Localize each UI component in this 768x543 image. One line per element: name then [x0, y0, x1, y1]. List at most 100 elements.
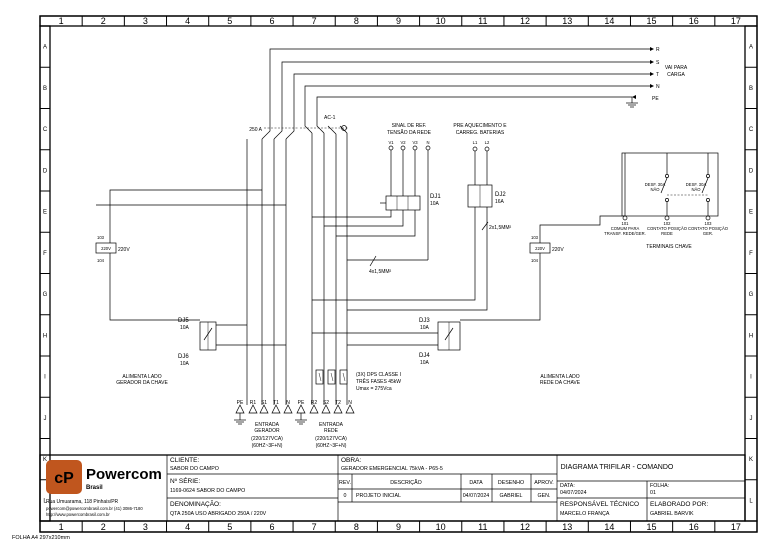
dps-2-icon	[327, 369, 336, 385]
dj3-name: DJ3	[419, 318, 430, 324]
key-terminals-title: TERMINAIS CHAVE	[646, 244, 692, 250]
dps-line3: Umax = 275Vca	[356, 386, 392, 392]
dj5-rating: 10A	[180, 325, 190, 331]
load-terminal-n: N	[656, 84, 660, 90]
dj1-name: DJ1	[430, 194, 441, 200]
column-number: 8	[354, 16, 359, 26]
gen-terminal-r1: R1	[250, 400, 257, 406]
grid-ground-icon	[295, 413, 307, 425]
diagram-title: DIAGRAMA TRIFILAR - COMANDO	[561, 464, 674, 471]
dj5-name: DJ5	[178, 318, 189, 324]
key-label2-line2: REDE	[661, 231, 673, 236]
grid-feeders	[311, 133, 348, 405]
column-number: 10	[436, 16, 446, 26]
key-label1-line1: COMUM PARA	[611, 226, 640, 231]
column-number: 14	[604, 16, 614, 26]
generator-feeders	[246, 139, 287, 405]
column-number: 6	[269, 522, 274, 532]
dps-3-icon	[339, 369, 348, 385]
grid-input-title: ENTRADA	[319, 422, 344, 428]
column-number: 3	[143, 16, 148, 26]
row-letter: J	[750, 416, 753, 422]
terminal-l1-icon	[472, 146, 478, 152]
sheet-note: FOLHA A4 297x210mm	[12, 535, 70, 541]
column-number: 11	[478, 522, 487, 532]
column-number: 5	[227, 16, 232, 26]
key-label1-line2: TRANSF. REDE/GER.	[604, 231, 646, 236]
left-relay-block: 220V 220V 103 104 DJ5 10A DJ6 10A ALIMEN…	[95, 189, 286, 386]
rev-header-drawing: DESENHO	[498, 480, 524, 486]
column-number: 7	[312, 16, 317, 26]
row-letter: B	[749, 86, 753, 92]
column-number: 12	[520, 16, 530, 26]
battery-heating-block: PRE AQUECIMENTO E CARREG. BATERIAS L1 L2…	[312, 123, 512, 311]
obra-value: GERADOR EMERGENCIAL 75kVA - P65-5	[341, 466, 443, 472]
gen-terminal-n: N	[286, 400, 290, 406]
ground-icon	[626, 102, 638, 108]
voltage-signal-title-2: TENSÃO DA REDE	[387, 129, 432, 136]
gen-terminal-pe: PE	[237, 400, 244, 406]
key-contact2-line2: NÃO	[691, 187, 701, 192]
company-logo: cP	[46, 460, 82, 494]
voltage-terminal-v1: V1	[388, 140, 394, 145]
voltage-terminal-icons	[388, 145, 431, 151]
row-letter: C	[43, 127, 48, 133]
row-letter: K	[749, 457, 753, 463]
row-letter: K	[43, 457, 47, 463]
right-relay-bottom: 104	[531, 258, 539, 263]
column-number: 13	[562, 522, 572, 532]
column-number: 6	[269, 16, 274, 26]
dj4-rating: 10A	[420, 360, 430, 366]
dj1-rating: 10A	[430, 201, 440, 207]
row-letter: I	[750, 375, 752, 381]
resp-label: RESPONSÁVEL TÉCNICO	[560, 499, 639, 508]
dj2-rating: 16A	[495, 199, 505, 205]
company-address: Rua Umuarama, 118 Pinhais/PR	[46, 499, 119, 505]
load-terminal-arrows	[632, 47, 654, 99]
main-breaker: 250 A AC-1	[249, 112, 348, 140]
cliente-value: SABOR DO CAMPO	[170, 466, 219, 472]
column-number: 4	[185, 522, 190, 532]
generator-input: PE R1 S1 T1 N ENTRADA GERADOR (220/127VC…	[234, 400, 293, 449]
gen-terminal-s1: S1	[261, 400, 267, 406]
row-letter: B	[43, 86, 47, 92]
gen-input-subtitle: GERADOR	[254, 428, 280, 434]
column-number: 1	[59, 16, 64, 26]
grid-terminal-s2: S2	[323, 400, 329, 406]
column-number: 11	[478, 16, 487, 26]
rev-header-aprov: APROV.	[534, 480, 554, 486]
left-relay-code: 220V	[101, 246, 111, 251]
company-site: http://www.powercombrasil.com.br	[46, 512, 110, 517]
company-name: Powercom	[86, 466, 162, 483]
key-label3-line1: CONTATO POSIÇÃO	[688, 226, 729, 231]
load-label-line1: VAI PARA	[665, 65, 688, 71]
terminal-l2-icon	[484, 146, 490, 152]
gen-input-spec1: (220/127VCA)	[251, 436, 283, 442]
row-letter: A	[749, 45, 753, 51]
column-number: 1	[59, 522, 64, 532]
row-letter: E	[749, 210, 753, 216]
load-bus: R S T N PE VAI PARA CARGA	[269, 47, 688, 125]
voltage-terminal-v3: V3	[412, 140, 418, 145]
grid-terminal-n: N	[348, 400, 352, 406]
denominacao-value: QTA 250A USO ABRIGADO 250A / 220V	[170, 511, 267, 517]
grid-input-spec1: (220/127VCA)	[315, 436, 347, 442]
left-feed-line2: GERADOR DA CHAVE	[116, 380, 168, 386]
resp-value: MARCELO FRANÇA	[560, 511, 610, 517]
column-number: 8	[354, 522, 359, 532]
dj3-rating: 10A	[420, 325, 430, 331]
company-sub: Brasil	[86, 485, 103, 491]
row-letter: C	[749, 127, 754, 133]
left-relay-top: 103	[97, 235, 105, 240]
column-number: 12	[520, 522, 530, 532]
battery-title-1: PRE AQUECIMENTO E	[453, 123, 507, 129]
key-label2-num: 102	[664, 221, 672, 226]
row-letter: A	[43, 45, 47, 51]
column-number: 14	[604, 522, 614, 532]
rev-header-date: DATA	[469, 480, 483, 486]
grid-terminal-r2: R2	[311, 400, 318, 406]
grid-input: PE R2 S2 T2 N ENTRADA REDE (220/127VCA) …	[295, 400, 355, 449]
grid-terminal-t2: T2	[335, 400, 341, 406]
